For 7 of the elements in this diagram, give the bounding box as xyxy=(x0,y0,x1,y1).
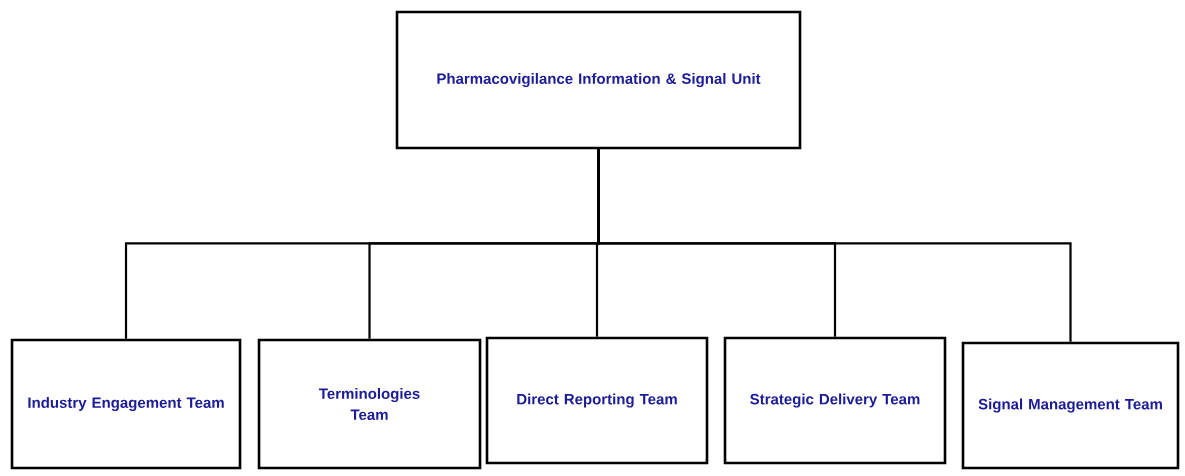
org-box: Direct Reporting Team xyxy=(485,336,709,465)
org-box: Pharmacovigilance Information & Signal Unit xyxy=(395,10,802,150)
org-box: Signal Management Team xyxy=(961,341,1180,470)
org-box: Strategic Delivery Team xyxy=(723,336,947,465)
connector-line xyxy=(597,149,1072,342)
org-box: Terminologies Team xyxy=(257,338,482,470)
org-box: Industry Engagement Team xyxy=(10,338,242,470)
